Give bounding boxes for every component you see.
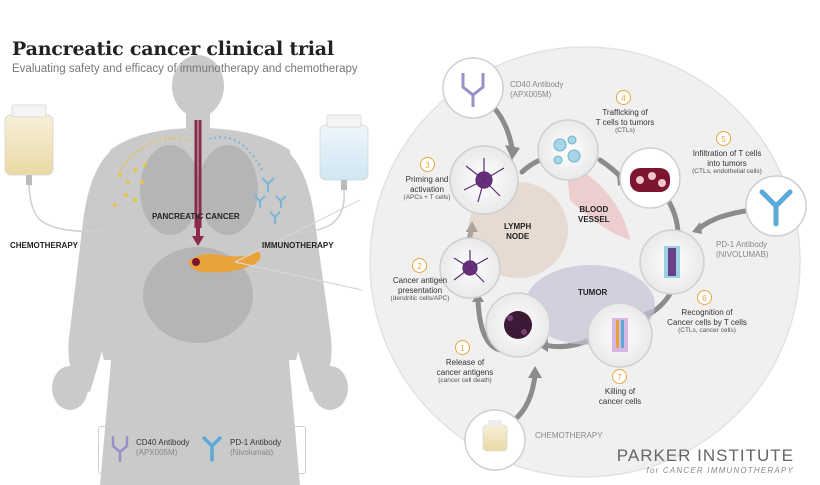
step-4-line1: Trafficking of xyxy=(602,108,648,117)
step-3-line1: Priming and xyxy=(405,175,449,184)
pd1-label-code: (NIVOLUMAB) xyxy=(716,250,769,259)
step-4-sub: (CTLs) xyxy=(615,127,635,135)
step-6-badge: 6 xyxy=(697,290,712,305)
step-7-line2: cancer cells xyxy=(598,396,642,406)
pd1-label-name: PD-1 Antibody xyxy=(716,240,768,249)
step-7-badge: 7 xyxy=(612,369,627,384)
brand-name: PARKER INSTITUTE xyxy=(616,446,794,465)
step-6-label: Recognition of Cancer cells by T cells (… xyxy=(660,308,754,335)
cancer-cell-dying xyxy=(504,311,532,339)
step-5-line2: into tumors xyxy=(707,158,747,168)
blood-vessel-line2: VESSEL xyxy=(578,214,610,224)
chemo-bag-small xyxy=(482,420,508,452)
step-2-badge: 2 xyxy=(412,258,427,273)
lymph-node-line1: LYMPH xyxy=(504,222,532,231)
chemotherapy-label: CHEMOTHERAPY xyxy=(10,241,79,250)
step-7-label: Killing of cancer cells xyxy=(584,387,656,406)
immuno-bag xyxy=(291,114,369,234)
step-6-sub: (CTLs, cancer cells) xyxy=(678,327,736,335)
step-1-badge: 1 xyxy=(455,340,470,355)
legend-pd1-name: PD-1 Antibody xyxy=(230,438,282,447)
brand-tagline: for CANCER IMMUNOTHERAPY xyxy=(646,466,794,475)
pd1-icon-right xyxy=(759,189,793,227)
step-1-line2: cancer antigens xyxy=(436,367,494,377)
immunotherapy-label: IMMUNOTHERAPY xyxy=(262,241,334,250)
step-4-line2: T cells to tumors xyxy=(595,117,655,127)
step-2-label: Cancer antigen presentation (dendritic c… xyxy=(378,276,462,303)
cycle-chemotherapy-label: CHEMOTHERAPY xyxy=(535,431,603,440)
page-title: Pancreatic cancer clinical trial xyxy=(12,38,334,60)
blood-vessel-label: BLOOD VESSEL xyxy=(578,205,610,224)
cd40-label-name: CD40 Antibody xyxy=(510,80,564,89)
cd40-icon-top xyxy=(461,73,485,107)
legend-pd1: PD-1 Antibody (Nivolumab) xyxy=(230,438,281,459)
pancreas xyxy=(188,250,261,273)
step-1-sub: (cancer cell death) xyxy=(438,377,492,385)
legend-pd1-icon xyxy=(202,436,222,462)
trachea xyxy=(194,120,202,228)
cd40-label-code: (APX005M) xyxy=(510,90,552,99)
step-5-label: Infiltration of T cells into tumors (CTL… xyxy=(682,149,772,176)
dendritic-cell-2 xyxy=(453,250,489,283)
legend-cd40-code: (APX005M) xyxy=(136,448,178,458)
pancreatic-cancer-label: PANCREATIC CANCER xyxy=(152,212,240,221)
legend-cd40-icon xyxy=(111,436,129,462)
step-3-line2: activation xyxy=(410,184,444,194)
legend-pd1-code: (Nivolumab) xyxy=(230,448,274,458)
step-2-line1: Cancer antigen xyxy=(392,276,448,285)
legend-cd40-name: CD40 Antibody xyxy=(136,438,190,447)
blood-vessel-line1: BLOOD xyxy=(579,205,609,214)
step-4-label: Trafficking of T cells to tumors (CTLs) xyxy=(585,108,665,135)
pd1-antibodies xyxy=(254,177,287,224)
chemo-dots xyxy=(113,163,147,207)
step-3-badge: 3 xyxy=(420,157,435,172)
lymph-node-line2: NODE xyxy=(506,231,530,241)
step-6-line2: Cancer cells by T cells xyxy=(667,317,747,327)
step-1-label: Release of cancer antigens (cancer cell … xyxy=(420,358,510,385)
step-2-sub: (dendritic cells/APC) xyxy=(390,295,450,303)
chemo-bag xyxy=(4,104,109,232)
step-6-line1: Recognition of xyxy=(681,308,733,317)
legend-cd40: CD40 Antibody (APX005M) xyxy=(136,438,189,459)
page-subtitle: Evaluating safety and efficacy of immuno… xyxy=(12,63,358,75)
lymph-node-label: LYMPH NODE xyxy=(504,222,531,241)
dendritic-cell-3 xyxy=(463,158,505,203)
tumor-label: TUMOR xyxy=(578,288,608,297)
step-7-line1: Killing of xyxy=(604,387,636,396)
blood-vessel xyxy=(565,160,630,240)
tcell-receptor-6 xyxy=(664,246,680,278)
step-1-line1: Release of xyxy=(445,358,485,367)
step-3-sub: (APCs + T cells) xyxy=(403,194,451,202)
step-5-sub: (CTLs, endothelial cells) xyxy=(692,168,762,176)
legend xyxy=(98,426,306,474)
step-5-line1: Infiltration of T cells xyxy=(692,149,762,158)
step-2-line2: presentation xyxy=(397,285,443,295)
tcell-receptor-7 xyxy=(612,318,628,352)
step-4-badge: 4 xyxy=(616,90,631,105)
step-5-badge: 5 xyxy=(716,131,731,146)
infiltration-cell xyxy=(630,168,670,192)
cd40-label: CD40 Antibody (APX005M) xyxy=(510,80,563,100)
pd1-label: PD-1 Antibody (NIVOLUMAB) xyxy=(716,240,768,260)
tcells-vessel xyxy=(553,135,581,165)
step-3-label: Priming and activation (APCs + T cells) xyxy=(388,175,466,202)
